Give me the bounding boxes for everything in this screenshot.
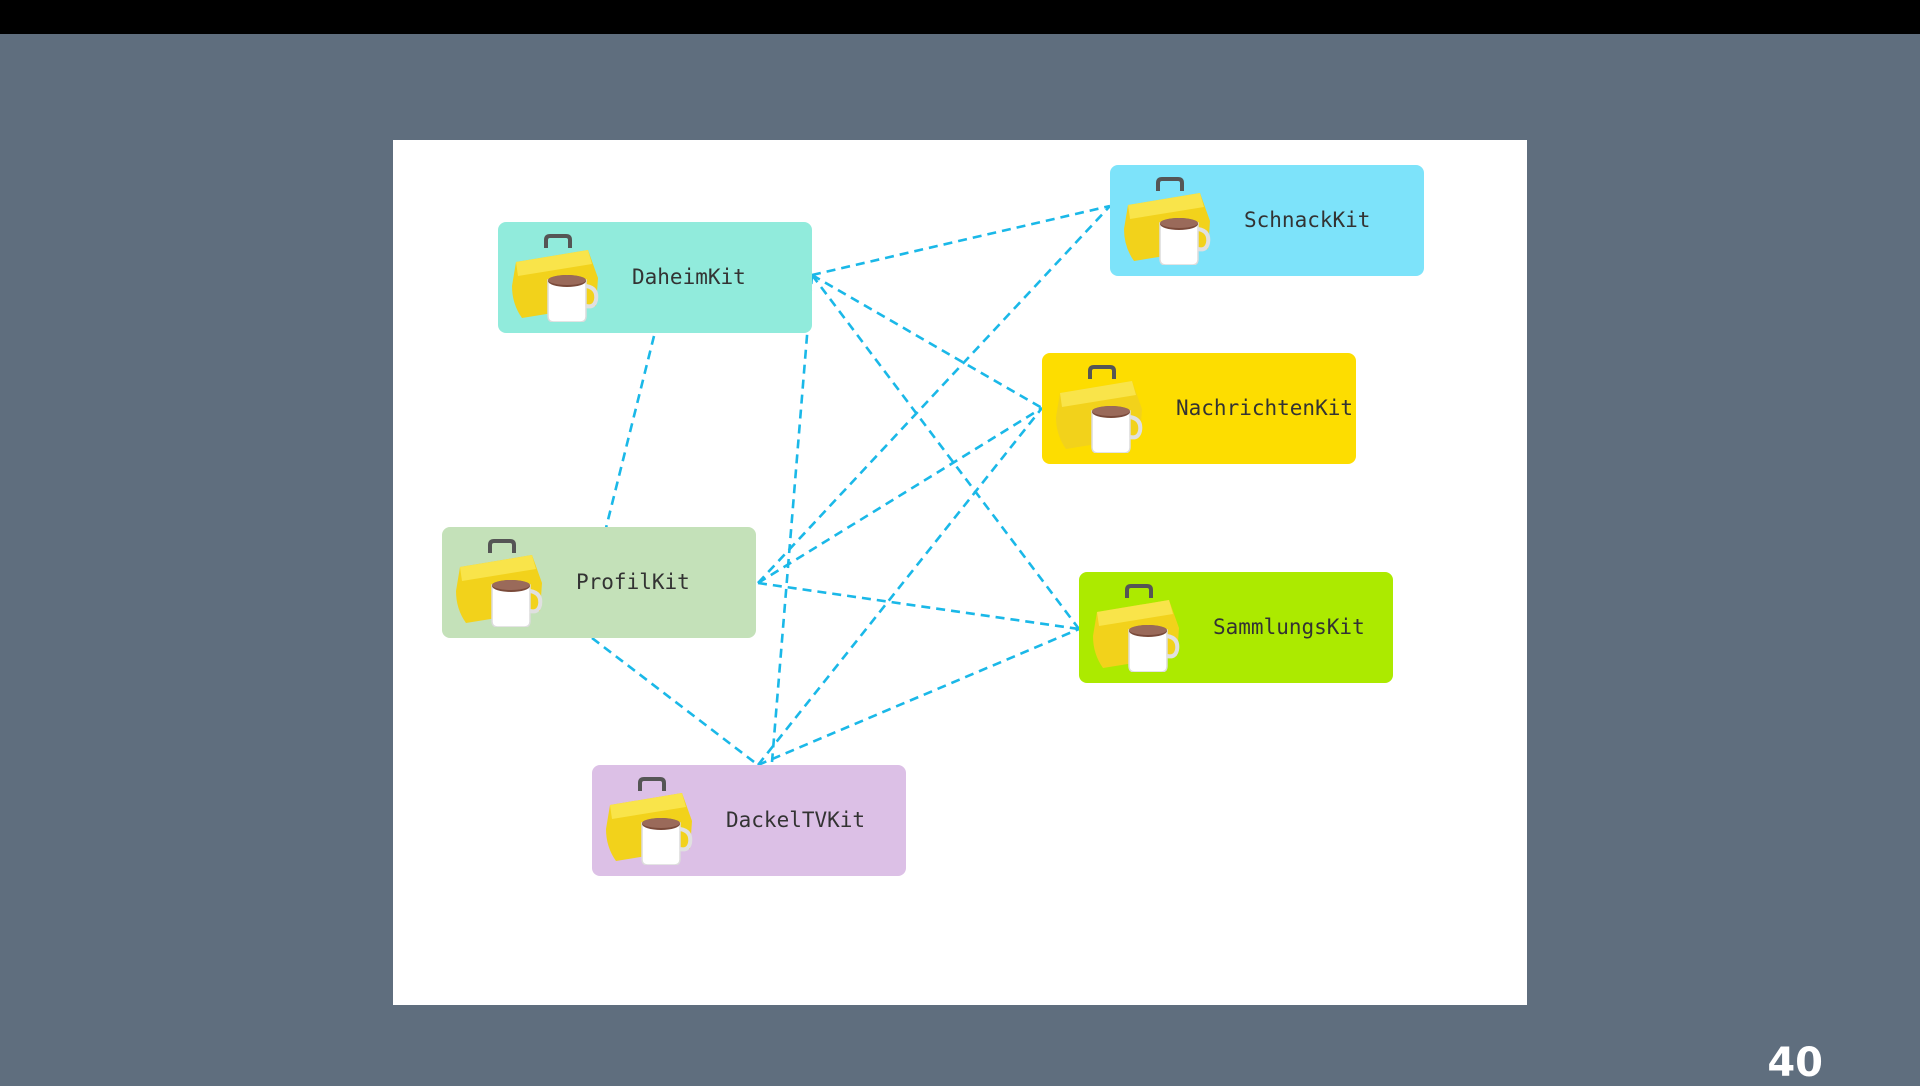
edge-daheim-schnack [811,204,1111,277]
node-profilkit[interactable]: ProfilKit [442,527,756,638]
edge-daheim-profil [604,335,656,529]
edge-dackeltv-sammlungs [757,627,1080,767]
toolbox-coffee-icon [1093,584,1180,672]
edge-profil-nachrichten [757,406,1043,585]
node-label: DackelTVKit [726,808,866,832]
edge-dackeltv-nachrichten [756,407,1044,766]
toolbox-coffee-icon [606,777,693,865]
edge-daheim-dackeltv [770,274,814,763]
node-dackeltvkit[interactable]: DackelTVKit [592,765,906,876]
slide-canvas: DaheimKit SchnackKit NachrichtenKit [393,140,1527,1005]
edge-profil-sammlungs [757,581,1080,631]
toolbox-coffee-icon [456,539,543,627]
node-label: SchnackKit [1244,208,1371,232]
node-label: NachrichtenKit [1176,396,1354,420]
edge-daheim-nachrichten [811,273,1043,410]
page-number: 40 [1767,1040,1823,1086]
edge-profil-dackeltv [591,636,759,767]
node-nachrichtenkit[interactable]: NachrichtenKit [1042,353,1356,464]
node-label: ProfilKit [576,570,690,594]
node-label: DaheimKit [632,265,746,289]
dependency-edges [591,204,1111,767]
toolbox-coffee-icon [1124,177,1211,265]
edge-daheim-sammlungs [810,274,1081,630]
node-schnackkit[interactable]: SchnackKit [1110,165,1424,276]
node-daheimkit[interactable]: DaheimKit [498,222,812,333]
top-bar [0,0,1920,34]
node-label: SammlungsKit [1213,615,1365,639]
toolbox-coffee-icon [512,234,599,322]
node-sammlungskit[interactable]: SammlungsKit [1079,572,1393,683]
edge-profil-schnack [757,205,1111,584]
toolbox-coffee-icon [1056,365,1143,453]
